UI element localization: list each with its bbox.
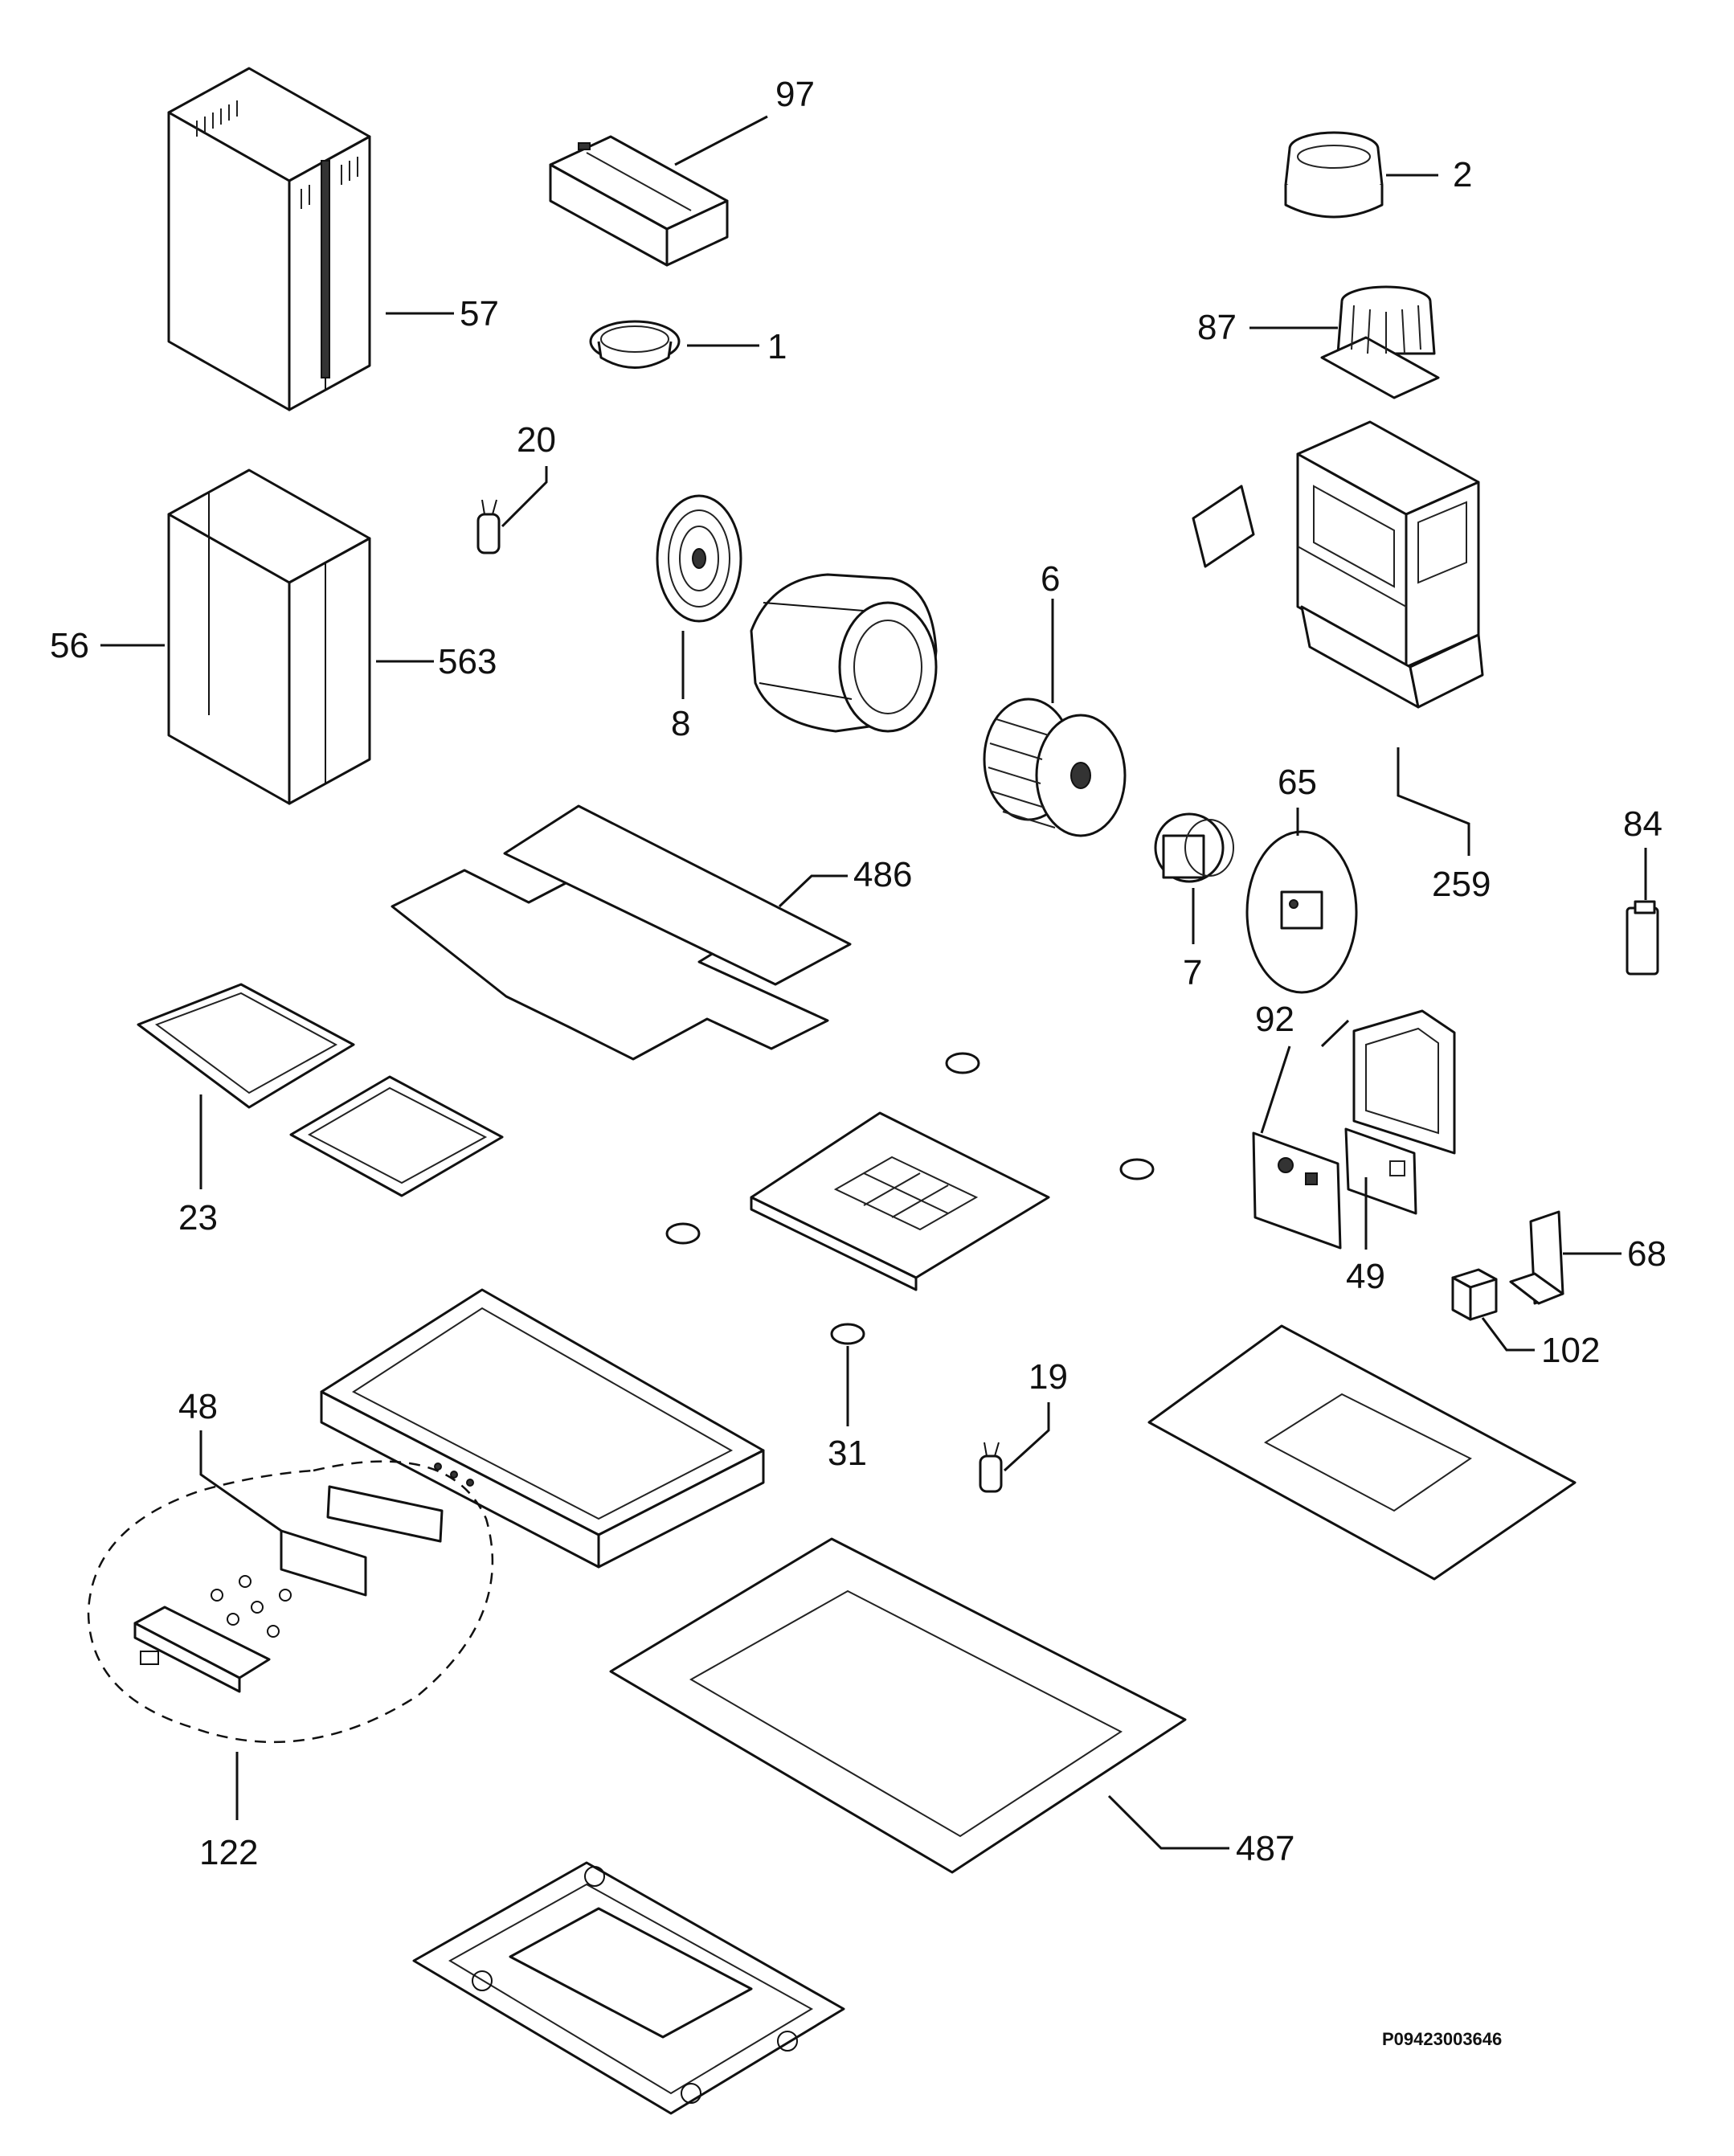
filter-support-tray	[750, 1111, 1050, 1291]
callout-20: 20	[517, 420, 556, 460]
leader-92a	[1320, 1019, 1350, 1048]
part-8-inlet-ring	[656, 494, 742, 623]
leader-259	[1397, 747, 1470, 856]
callout-57: 57	[460, 294, 499, 333]
part-259-frame	[1192, 420, 1484, 709]
lower-front-panel	[412, 1861, 845, 2115]
fan-scroll-housing	[750, 573, 938, 733]
part-49-boards	[1252, 1127, 1417, 1250]
part-97-box	[549, 135, 729, 267]
document-reference: P09423003646	[1382, 2029, 1502, 2049]
callout-1: 1	[767, 327, 787, 366]
callout-102: 102	[1541, 1331, 1600, 1370]
leader-20	[501, 466, 548, 528]
callout-49: 49	[1346, 1257, 1385, 1296]
callout-48: 48	[178, 1387, 218, 1426]
callout-23: 23	[178, 1198, 218, 1238]
part-7-motor	[1154, 812, 1234, 883]
leader-92b	[1260, 1045, 1291, 1134]
part-102-box	[1451, 1268, 1498, 1321]
callout-2: 2	[1453, 155, 1472, 194]
part-2-adapter	[1284, 131, 1384, 219]
callout-19: 19	[1029, 1357, 1068, 1397]
part-487-glass-panel	[609, 1537, 1187, 1874]
callout-87: 87	[1197, 308, 1237, 347]
part-1-ring	[589, 320, 681, 369]
part-68-bracket	[1509, 1210, 1564, 1305]
callout-56: 56	[50, 626, 89, 665]
part-92-control-housing	[1352, 1009, 1456, 1155]
part-122-control-kit	[87, 1460, 494, 1744]
part-87-flange	[1320, 285, 1440, 399]
callouts: 97 2 57 1 87 20 6 56 563 8 65 84 486 259…	[50, 75, 1667, 1872]
leader-19	[1003, 1402, 1050, 1472]
part-31-knobs	[665, 1052, 1155, 1345]
part-57-upper-chimney	[167, 67, 371, 411]
callout-31: 31	[828, 1434, 867, 1473]
callout-6: 6	[1041, 559, 1060, 599]
callout-84: 84	[1623, 804, 1662, 844]
ceiling-template-sheet	[1147, 1324, 1577, 1581]
callout-97: 97	[775, 75, 815, 114]
callout-563: 563	[438, 642, 497, 681]
leader-lines	[100, 115, 1647, 1850]
part-84-connector	[1626, 900, 1659, 976]
leader-487	[1107, 1794, 1229, 1850]
callout-122: 122	[199, 1833, 258, 1872]
callout-486: 486	[853, 855, 912, 894]
callout-487: 487	[1236, 1829, 1294, 1868]
callout-92: 92	[1255, 1000, 1294, 1039]
part-6-impeller	[983, 698, 1127, 837]
part-56-lower-chimney	[167, 468, 371, 805]
part-19-capacitor	[979, 1442, 1003, 1493]
part-65-plate	[1245, 830, 1358, 994]
callout-65: 65	[1278, 763, 1317, 802]
hood-body-frame	[320, 1288, 765, 1569]
leader-97	[674, 115, 768, 166]
part-486-insulation	[391, 804, 852, 1061]
callout-68: 68	[1627, 1234, 1667, 1274]
leader-102	[1481, 1317, 1535, 1352]
callout-7: 7	[1183, 953, 1202, 992]
part-23-filters	[137, 983, 504, 1197]
leader-486	[778, 874, 848, 908]
leader-48	[199, 1430, 282, 1532]
callout-8: 8	[671, 704, 690, 743]
callout-259: 259	[1432, 865, 1491, 904]
part-20-capacitor	[476, 499, 501, 554]
